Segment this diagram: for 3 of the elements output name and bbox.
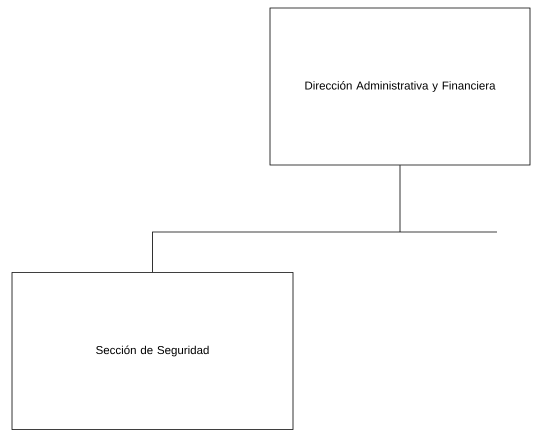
org-box: Dirección Administrativa y Financiera	[270, 8, 530, 166]
connector-line	[152, 164, 498, 272]
org-box: Sección de Seguridad	[12, 272, 294, 430]
